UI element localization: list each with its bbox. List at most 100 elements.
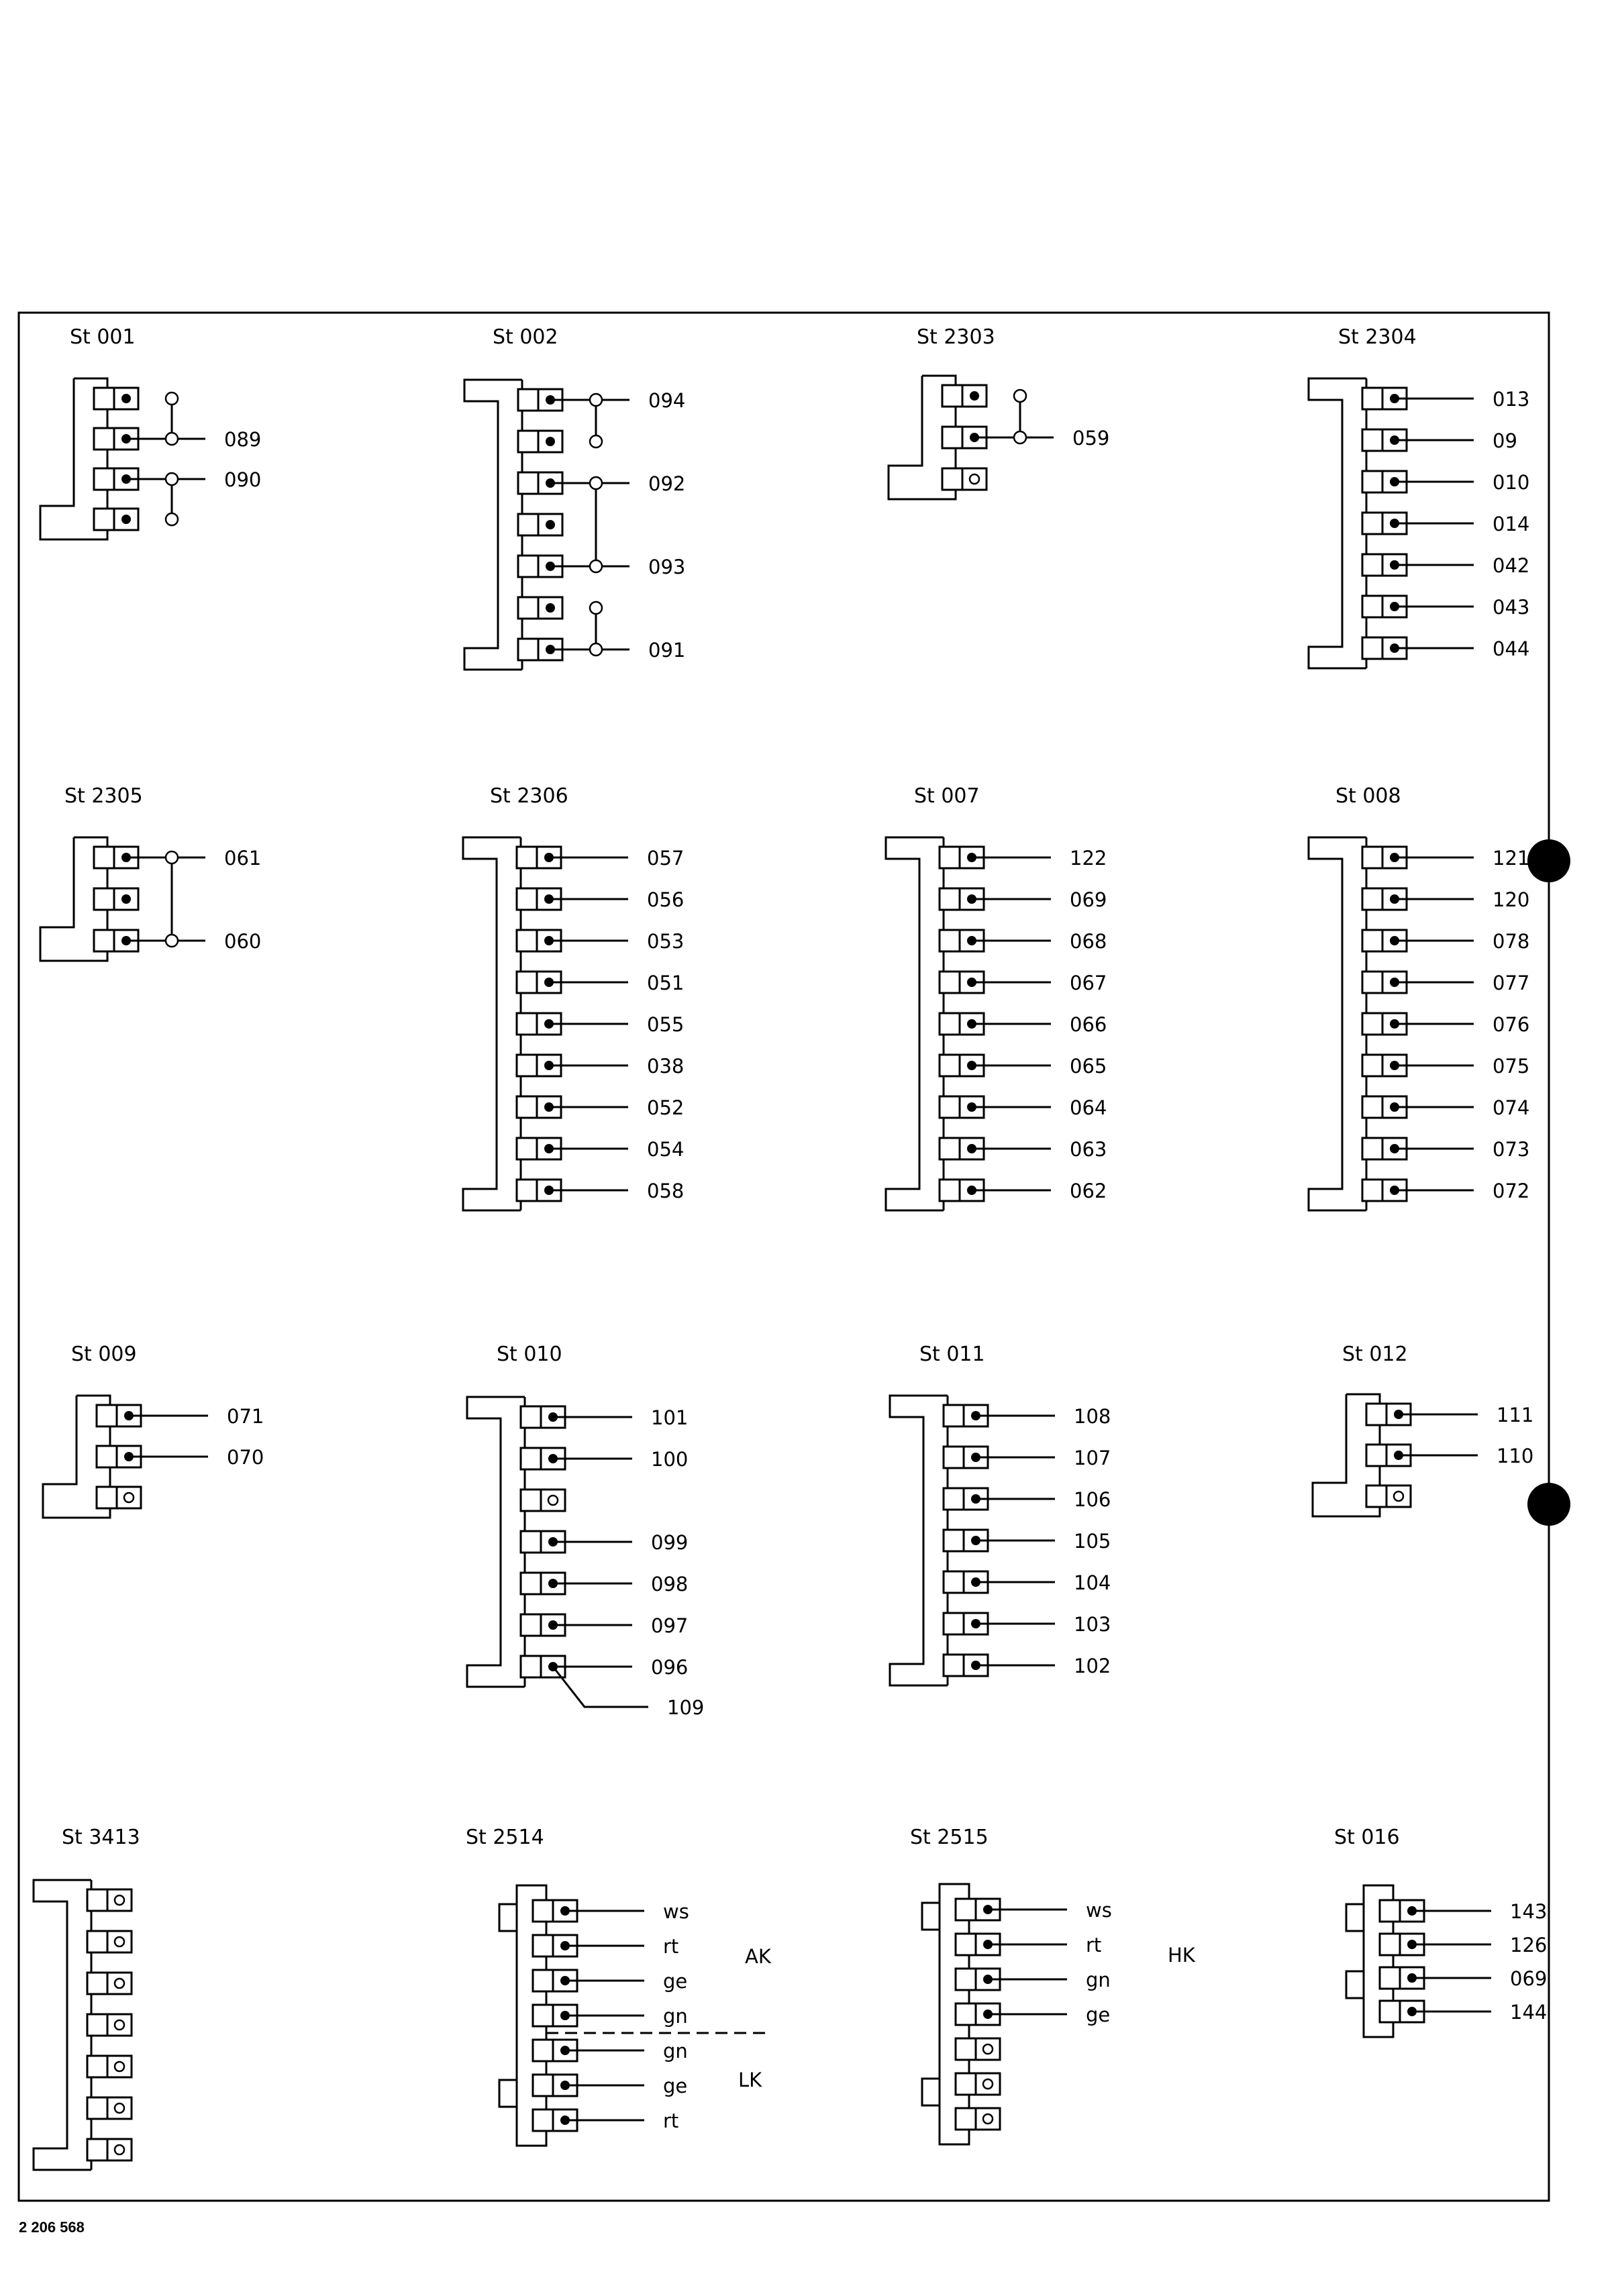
pin-net-label: 102 bbox=[1074, 1655, 1111, 1677]
pin-net-label: 098 bbox=[651, 1573, 688, 1596]
pin: 014 bbox=[1361, 511, 1529, 535]
pin: 073 bbox=[1361, 1137, 1529, 1161]
pin-net-label: 094 bbox=[648, 389, 685, 412]
pin-net-label: 064 bbox=[1070, 1096, 1107, 1119]
pin bbox=[519, 1488, 566, 1512]
pin-wire bbox=[552, 1666, 648, 1708]
pin: 051 bbox=[515, 970, 684, 994]
group-label: LK bbox=[738, 2069, 762, 2091]
pin-net-label: 063 bbox=[1070, 1138, 1107, 1161]
pin: rt bbox=[954, 1932, 1101, 1956]
pin: 059 bbox=[941, 425, 1109, 450]
pin: 071 bbox=[95, 1404, 264, 1428]
pin bbox=[95, 1485, 142, 1510]
pin-contact-open bbox=[113, 1936, 125, 1948]
connector-tab bbox=[1345, 1970, 1365, 1999]
pin-contact-open bbox=[113, 1977, 125, 1989]
connector-title: St 012 bbox=[1342, 1343, 1408, 1366]
pin-contact-open bbox=[982, 2078, 994, 2090]
pin: 063 bbox=[938, 1137, 1107, 1161]
pin-net-label: gn bbox=[1086, 1969, 1111, 1991]
pin: 099 bbox=[519, 1530, 688, 1554]
pin bbox=[86, 2054, 133, 2079]
pin-net-label: 053 bbox=[647, 930, 684, 953]
pin-net-label: 104 bbox=[1074, 1571, 1111, 1594]
pin: 066 bbox=[938, 1012, 1107, 1036]
pin-net-label: rt bbox=[663, 2109, 678, 2132]
pin-contact-open bbox=[113, 1894, 125, 1906]
pin: 111 bbox=[1365, 1402, 1533, 1426]
pin-contact-open bbox=[123, 1492, 135, 1504]
pin: 090 bbox=[93, 467, 261, 491]
pin: gn bbox=[954, 1967, 1111, 1991]
pin-net-label: 069 bbox=[1070, 888, 1107, 911]
pin: 075 bbox=[1361, 1053, 1529, 1078]
pin-net-label: gn bbox=[663, 2040, 688, 2063]
pin-net-label: ge bbox=[1086, 2003, 1110, 2026]
connector-tab bbox=[921, 2077, 941, 2107]
connector-title: St 007 bbox=[914, 784, 980, 808]
pin: 106 bbox=[942, 1487, 1111, 1511]
pin: 101 bbox=[519, 1405, 688, 1429]
pin: 067 bbox=[938, 970, 1107, 994]
junction-point bbox=[164, 391, 179, 406]
connector-housing bbox=[466, 1396, 525, 1688]
pin-contact-open bbox=[113, 2019, 125, 2031]
pin-net-label: rt bbox=[1086, 1934, 1101, 1956]
pin-net-label: 042 bbox=[1493, 554, 1529, 577]
pin: 038 bbox=[515, 1053, 684, 1078]
connector-title: St 2515 bbox=[910, 1826, 989, 1849]
connector-housing bbox=[1307, 377, 1366, 670]
pin-contact-filled bbox=[121, 394, 131, 403]
pin: 104 bbox=[942, 1570, 1111, 1594]
pin-contact-open bbox=[1393, 1490, 1405, 1502]
pin: 092 bbox=[517, 471, 685, 495]
pin bbox=[1365, 1484, 1412, 1508]
pin: 077 bbox=[1361, 970, 1529, 994]
pin bbox=[86, 1888, 133, 1912]
connector-tab bbox=[498, 2079, 518, 2108]
pin-net-label: 121 bbox=[1493, 847, 1529, 870]
pin: 105 bbox=[942, 1528, 1111, 1553]
connector-title: St 2303 bbox=[917, 325, 995, 349]
connector-st-3413: St 3413 bbox=[32, 1826, 140, 2171]
connector-housing bbox=[32, 1879, 91, 2171]
pin-net-label: 056 bbox=[647, 888, 684, 911]
pin-net-label: 100 bbox=[651, 1448, 688, 1471]
pin-net-label: 089 bbox=[224, 428, 261, 451]
junction-point bbox=[1013, 388, 1027, 403]
pin-net-label: 038 bbox=[647, 1055, 684, 1078]
pin-box bbox=[93, 386, 140, 411]
junction-point bbox=[1013, 430, 1027, 445]
pin: ge bbox=[954, 2002, 1110, 2026]
pin-net-label: 09 bbox=[1493, 429, 1517, 452]
pin: ws bbox=[532, 1899, 689, 1923]
connector-title: St 010 bbox=[497, 1343, 562, 1366]
pin-contact-open bbox=[968, 473, 980, 485]
pin-contact-open bbox=[547, 1494, 559, 1506]
pin-net-label: 067 bbox=[1070, 972, 1107, 994]
pin-net-label: 051 bbox=[647, 972, 684, 994]
connector-housing bbox=[462, 836, 521, 1212]
pin-contact-filled bbox=[546, 603, 555, 613]
pin: 043 bbox=[1361, 594, 1529, 619]
pin-contact-filled bbox=[970, 391, 979, 401]
pin: rt bbox=[532, 2108, 678, 2132]
pin-net-label: 060 bbox=[224, 930, 261, 953]
connector-housing bbox=[1311, 1393, 1381, 1518]
punch-hole bbox=[1527, 839, 1570, 882]
junction-point bbox=[164, 431, 179, 446]
connector-title: St 2305 bbox=[64, 784, 143, 808]
pin-box bbox=[1361, 1178, 1408, 1202]
connector-tab bbox=[1345, 1903, 1365, 1932]
pin: 103 bbox=[942, 1612, 1111, 1636]
pin bbox=[517, 596, 564, 620]
pin-net-label: 066 bbox=[1070, 1013, 1107, 1036]
pin-net-label: 101 bbox=[651, 1406, 688, 1429]
pin-net-label: 097 bbox=[651, 1614, 688, 1637]
